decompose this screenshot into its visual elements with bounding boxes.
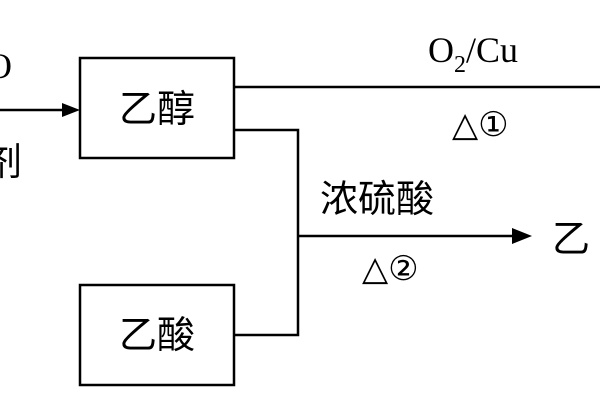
reaction2-condition: △② xyxy=(362,249,419,289)
reaction1-reagent: O2/Cu xyxy=(428,30,518,78)
esterification-branch xyxy=(234,128,300,337)
reaction2-reagent: 浓硫酸 xyxy=(320,177,434,221)
acetic-acid-label: 乙酸 xyxy=(119,313,195,357)
ethanol-label: 乙醇 xyxy=(119,87,195,131)
reaction1-condition: △① xyxy=(452,105,509,145)
right-fragment: 乙 xyxy=(552,217,590,261)
reaction2-arrowhead xyxy=(512,228,532,244)
left-fragment-top: O xyxy=(0,46,12,86)
left-fragment-bottom: 剂 xyxy=(0,140,22,184)
ethanol-box xyxy=(78,56,236,160)
incoming-arrowhead xyxy=(62,103,80,117)
acetic-acid-box xyxy=(78,283,236,387)
